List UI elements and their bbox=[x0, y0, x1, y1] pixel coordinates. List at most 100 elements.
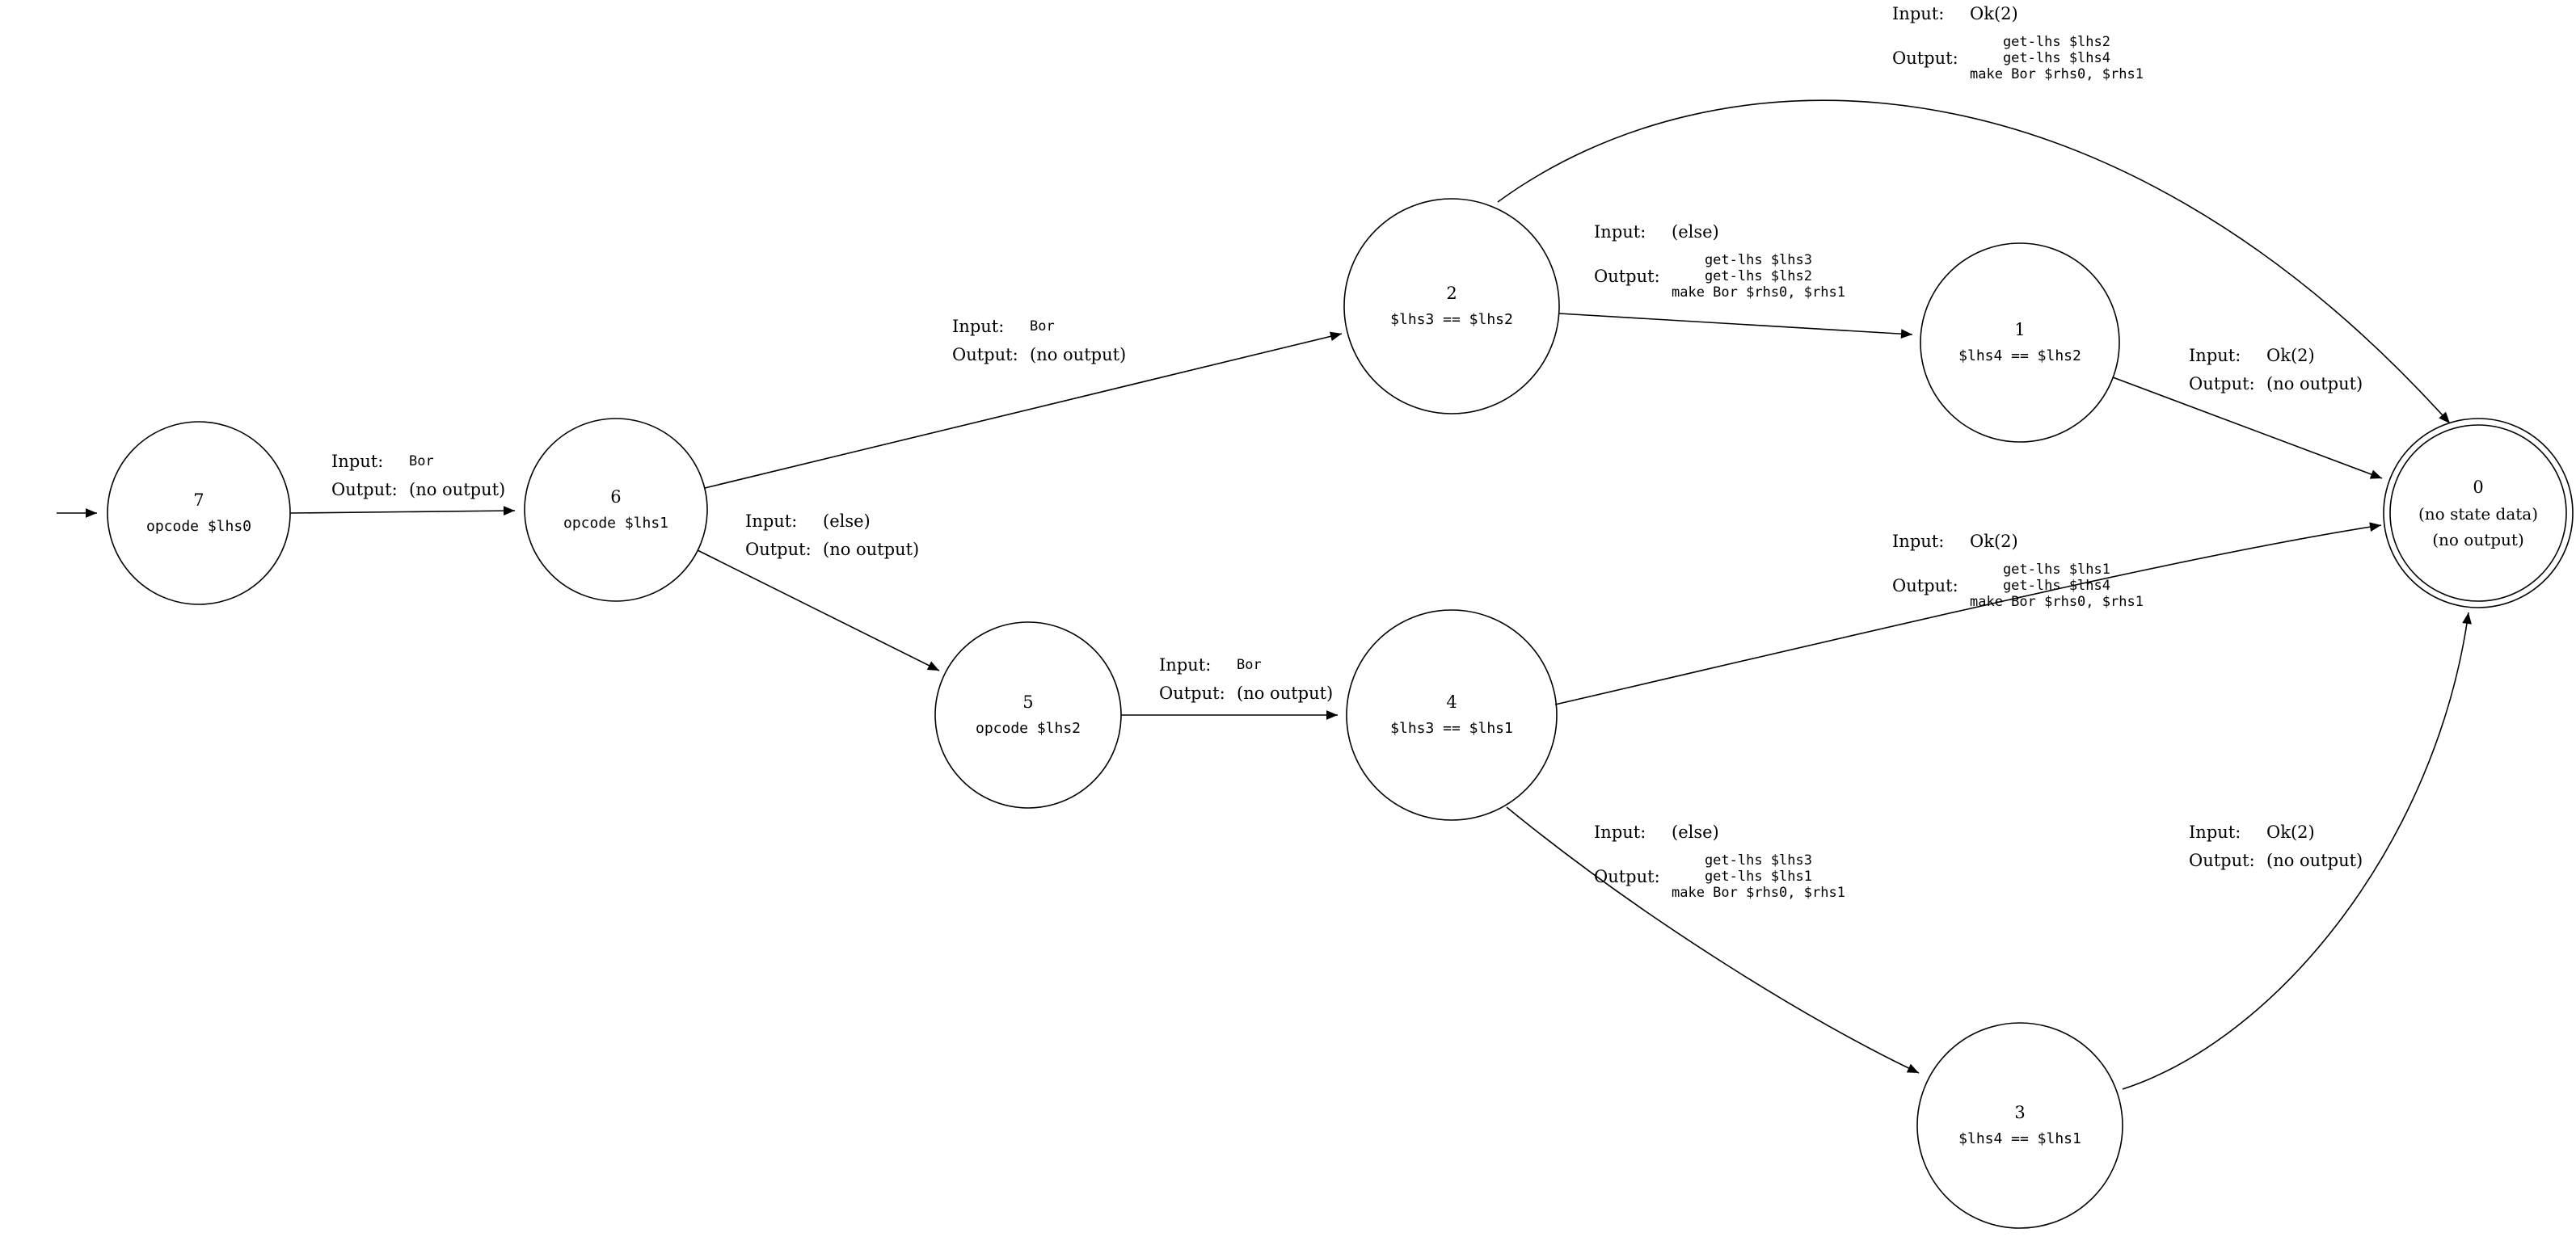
state-id: 1 bbox=[2014, 320, 2026, 339]
edge-label-4-3: Input: (else) Output: get-lhs $lhs3 get-l… bbox=[1594, 823, 1845, 902]
output-value: get-lhs $lhs3 get-lhs $lhs1 make Bor $rh… bbox=[1672, 852, 1845, 901]
input-caption: Input: bbox=[2189, 823, 2241, 842]
output-value: get-lhs $lhs3 get-lhs $lhs2 make Bor $rh… bbox=[1672, 252, 1845, 301]
transition-6-5 bbox=[697, 549, 940, 671]
input-value: Ok(2) bbox=[2266, 823, 2315, 842]
transition-2-0 bbox=[1497, 99, 2451, 424]
output-value: (no output) bbox=[1237, 684, 1334, 703]
transition-4-0 bbox=[1554, 522, 2382, 705]
output-line: get-lhs $lhs1 bbox=[2002, 562, 2110, 578]
output-caption: Output: bbox=[2189, 374, 2255, 393]
output-line: get-lhs $lhs2 bbox=[2002, 34, 2110, 50]
state-4-node bbox=[1346, 609, 1558, 821]
edge-label-6-5: Input: (else) Output: (no output) bbox=[745, 513, 919, 558]
transition-7-6 bbox=[289, 506, 516, 516]
state-data: $lhs4 == $lhs2 bbox=[1958, 347, 2081, 364]
input-value: Bor bbox=[1237, 657, 1262, 673]
input-caption: Input: bbox=[331, 452, 384, 471]
state-3-label: 3 $lhs4 == $lhs1 bbox=[1958, 1104, 2081, 1147]
state-0-label: 0 (no state data) (no output) bbox=[2418, 478, 2538, 548]
output-caption: Output: bbox=[952, 345, 1018, 364]
state-id: 4 bbox=[1446, 692, 1457, 712]
output-value: (no output) bbox=[2266, 374, 2363, 393]
state-data: (no state data) bbox=[2418, 504, 2539, 524]
state-0-node-inner bbox=[2389, 424, 2567, 602]
state-id: 6 bbox=[610, 487, 622, 507]
output-caption: Output: bbox=[1892, 48, 1958, 68]
state-data: opcode $lhs2 bbox=[975, 720, 1081, 737]
edge-label-5-4: Input: Bor Output: (no output) bbox=[1159, 657, 1333, 702]
output-value: (no output) bbox=[823, 540, 920, 559]
input-caption: Input: bbox=[1594, 823, 1646, 842]
input-value: Ok(2) bbox=[1970, 4, 2018, 23]
input-caption: Input: bbox=[745, 511, 798, 531]
output-caption: Output: bbox=[1594, 866, 1660, 886]
state-data: $lhs4 == $lhs1 bbox=[1958, 1130, 2081, 1147]
input-caption: Input: bbox=[952, 317, 1005, 336]
input-caption: Input: bbox=[1892, 532, 1945, 551]
output-value: (no output) bbox=[409, 480, 506, 499]
input-caption: Input: bbox=[1892, 4, 1945, 23]
state-id: 2 bbox=[1446, 284, 1457, 303]
state-1-node bbox=[1920, 242, 2120, 443]
output-caption: Output: bbox=[1892, 575, 1958, 595]
edge-label-4-0: Input: Ok(2) Output: get-lhs $lhs1 get-lh… bbox=[1892, 532, 2144, 611]
output-line: make Bor $rhs0, $rhs1 bbox=[1672, 284, 1845, 301]
state-data: $lhs3 == $lhs2 bbox=[1390, 311, 1513, 328]
state-6-node bbox=[524, 418, 708, 602]
edge-label-6-2: Input: Bor Output: (no output) bbox=[952, 318, 1126, 364]
output-line: get-lhs $lhs2 bbox=[1704, 268, 1812, 284]
transition-4-3 bbox=[1506, 806, 1920, 1074]
output-line: make Bor $rhs0, $rhs1 bbox=[1970, 66, 2144, 82]
transition-3-0 bbox=[2122, 612, 2472, 1090]
state-id: 0 bbox=[2473, 478, 2484, 497]
output-line: make Bor $rhs0, $rhs1 bbox=[1672, 885, 1845, 901]
input-caption: Input: bbox=[1594, 222, 1646, 242]
input-value: Bor bbox=[1030, 318, 1055, 334]
output-value: get-lhs $lhs1 get-lhs $lhs4 make Bor $rh… bbox=[1970, 562, 2144, 610]
state-0-node-outer bbox=[2383, 418, 2574, 608]
state-data: opcode $lhs1 bbox=[563, 515, 669, 532]
output-line: get-lhs $lhs4 bbox=[2002, 50, 2110, 66]
output-line: get-lhs $lhs4 bbox=[2002, 578, 2110, 594]
state-data: opcode $lhs0 bbox=[145, 518, 252, 535]
state-2-node bbox=[1343, 198, 1560, 414]
state-7-label: 7 opcode $lhs0 bbox=[146, 491, 251, 535]
output-value: (no output) bbox=[1030, 345, 1127, 364]
transition-1-0 bbox=[2112, 377, 2383, 479]
input-value: Ok(2) bbox=[2266, 346, 2315, 365]
input-value: Ok(2) bbox=[1970, 532, 2018, 551]
input-value: (else) bbox=[823, 511, 871, 531]
edge-label-1-0: Input:Ok(2) Output:(no output) bbox=[2189, 347, 2363, 393]
edge-label-7-6: Input: Bor Output: (no output) bbox=[331, 453, 505, 499]
input-caption: Input: bbox=[1159, 655, 1212, 675]
edge-label-3-0: Input: Ok(2) Output: (no output) bbox=[2189, 824, 2363, 869]
output-line: make Bor $rhs0, $rhs1 bbox=[1970, 594, 2144, 610]
output-caption: Output: bbox=[2189, 851, 2255, 870]
state-output: (no output) bbox=[2432, 530, 2524, 549]
input-value: (else) bbox=[1672, 823, 1719, 842]
state-6-label: 6 opcode $lhs1 bbox=[563, 488, 668, 532]
transition-6-2 bbox=[704, 331, 1343, 489]
state-id: 7 bbox=[193, 490, 204, 510]
state-id: 3 bbox=[2014, 1103, 2026, 1122]
output-value: get-lhs $lhs2 get-lhs $lhs4 make Bor $rh… bbox=[1970, 34, 2144, 82]
edge-label-2-0: Input: Ok(2) Output: get-lhs $lhs2 get-lh… bbox=[1892, 4, 2144, 83]
state-id: 5 bbox=[1022, 692, 1034, 712]
transition-2-1 bbox=[1558, 313, 1913, 339]
output-caption: Output: bbox=[1159, 684, 1225, 703]
input-value: Bor bbox=[409, 453, 434, 469]
output-caption: Output: bbox=[1594, 266, 1660, 286]
output-line: get-lhs $lhs3 bbox=[1704, 852, 1812, 869]
edge-label-2-1: Input:(else) Output: get-lhs $lhs3 get-l… bbox=[1594, 224, 1845, 301]
output-caption: Output: bbox=[331, 480, 398, 499]
output-line: get-lhs $lhs1 bbox=[1704, 869, 1812, 885]
state-4-label: 4 $lhs3 == $lhs1 bbox=[1390, 693, 1513, 737]
output-line: get-lhs $lhs3 bbox=[1704, 252, 1812, 268]
state-3-node bbox=[1916, 1022, 2123, 1229]
output-caption: Output: bbox=[745, 540, 812, 559]
state-data: $lhs3 == $lhs1 bbox=[1390, 720, 1513, 737]
output-value: (no output) bbox=[2266, 851, 2363, 870]
